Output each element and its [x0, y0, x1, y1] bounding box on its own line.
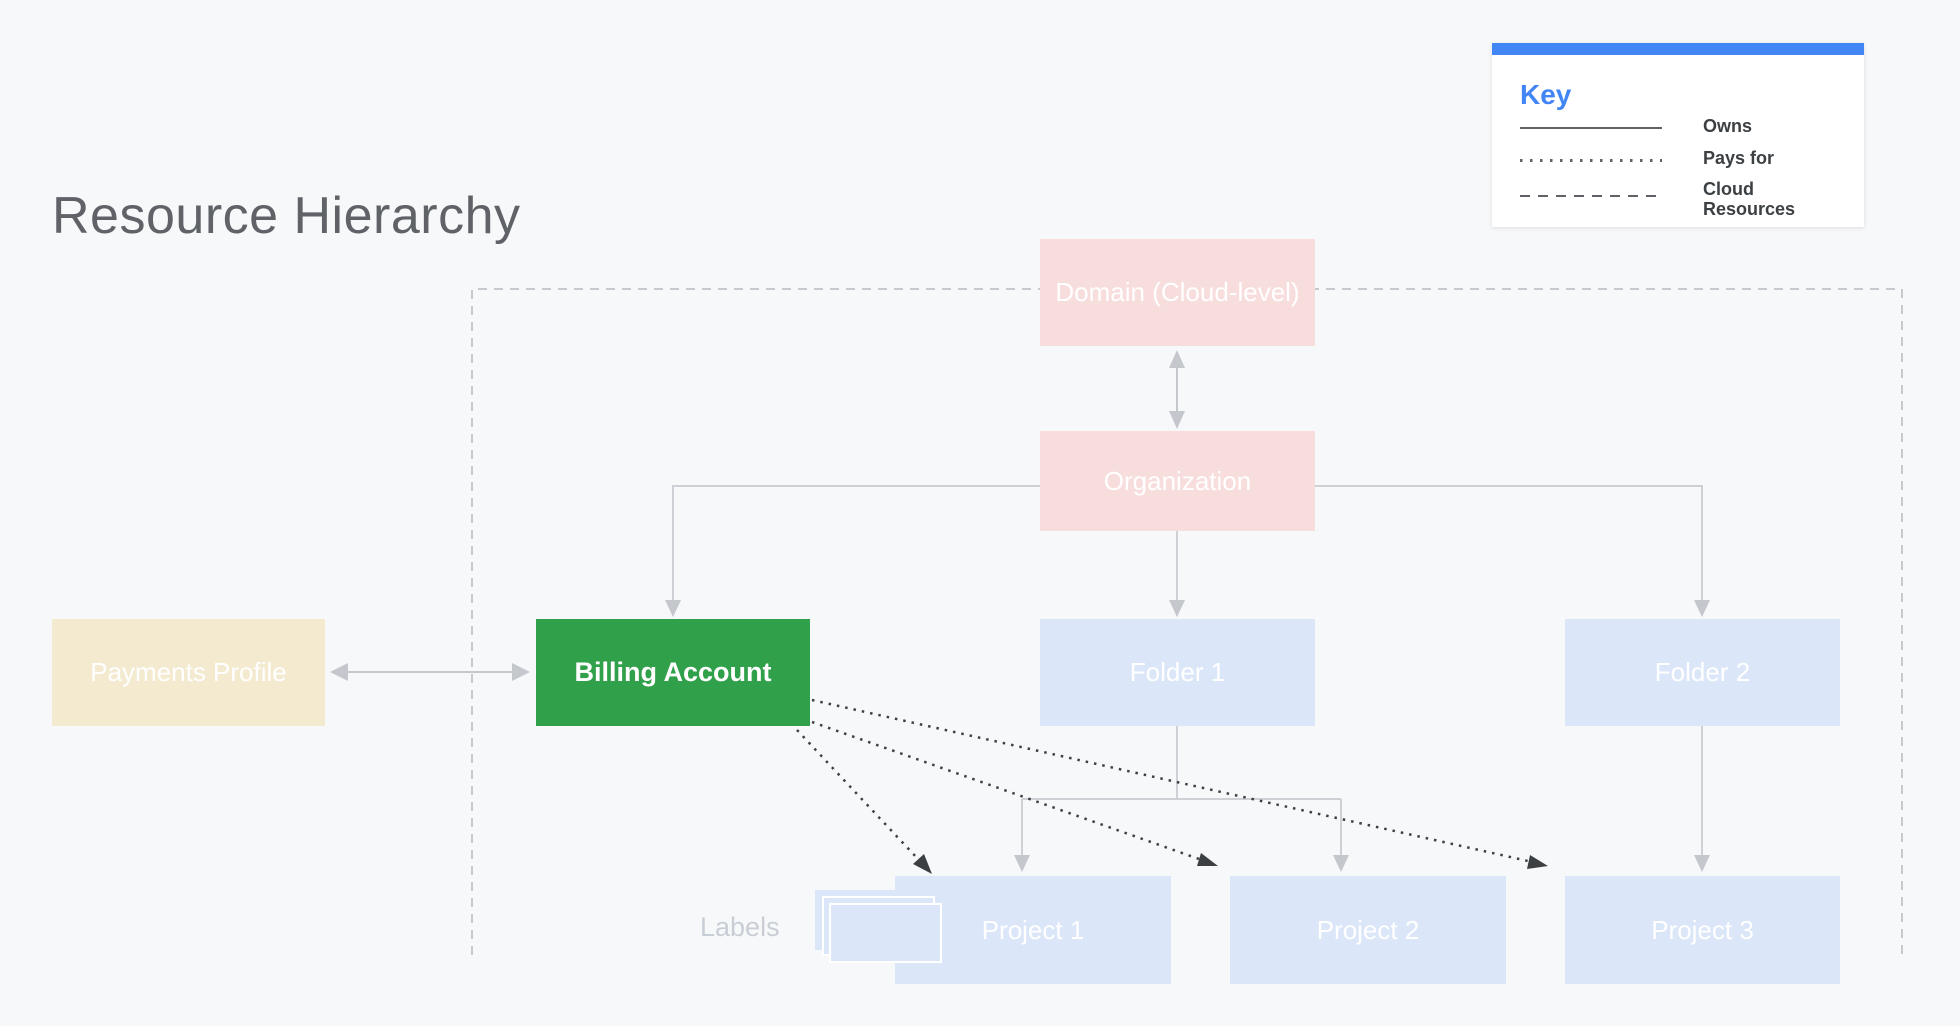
key-label-pays-for: Pays for	[1703, 148, 1775, 168]
node-folder-2-label: Folder 2	[1654, 657, 1751, 687]
key-dashed-line-sample	[1520, 195, 1662, 197]
node-organization: Organization	[1040, 431, 1315, 531]
key-solid-line-sample	[1520, 127, 1662, 129]
key-accent-bar	[1492, 43, 1864, 55]
node-billing-account: Billing Account	[536, 619, 810, 726]
pays-for-arrow-project3	[811, 698, 1548, 869]
owns-connector-organization-folder2	[1315, 485, 1710, 617]
node-project-3: Project 3	[1565, 876, 1840, 984]
labels-caption: Labels	[700, 912, 780, 942]
node-project-3-label: Project 3	[1651, 914, 1754, 945]
node-organization-label: Organization	[1103, 465, 1252, 496]
node-payments-profile-label: Payments Profile	[90, 657, 287, 687]
node-folder-1: Folder 1	[1040, 619, 1315, 726]
node-payments-profile: Payments Profile	[52, 619, 325, 726]
node-folder-2: Folder 2	[1565, 619, 1840, 726]
node-project-2-label: Project 2	[1316, 914, 1420, 945]
node-billing-account-label: Billing Account	[574, 657, 772, 687]
owns-connector-organization-folder1	[1169, 531, 1185, 617]
node-folder-1-label: Folder 1	[1129, 657, 1226, 687]
owns-connector-folder2-project3	[1694, 726, 1710, 872]
page-title: Resource Hierarchy	[52, 187, 521, 245]
pays-for-arrow-project2	[811, 720, 1218, 866]
key-panel: Key Owns Pays for Cloud Resources	[1492, 43, 1864, 227]
node-domain-label: Domain (Cloud-level)	[1055, 277, 1300, 307]
key-dotted-line-sample	[1520, 159, 1662, 162]
node-project-2: Project 2	[1230, 876, 1506, 984]
key-label-owns: Owns	[1703, 116, 1753, 136]
key-title: Key	[1520, 79, 1572, 110]
node-project-1-label: Project 1	[981, 914, 1085, 945]
owns-connector-folder1-projects	[1014, 726, 1349, 872]
labels-stack-icon	[815, 890, 947, 968]
owns-arrow-domain-organization	[1169, 350, 1185, 429]
node-domain: Domain (Cloud-level)	[1040, 239, 1315, 346]
owns-arrow-payments-billing	[330, 663, 530, 681]
pays-for-arrow-project1	[796, 729, 932, 874]
label-card-front	[829, 903, 942, 963]
owns-connector-organization-billing	[665, 485, 1040, 617]
key-label-cloud-resources: Cloud Resources	[1703, 179, 1796, 219]
